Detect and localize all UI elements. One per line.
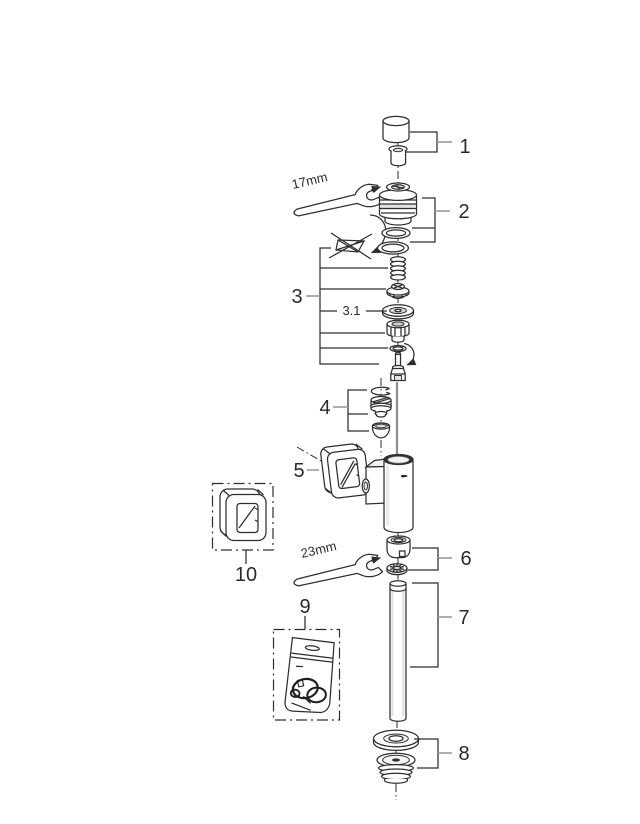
wrench-pointer-arrow [370,186,382,194]
part-escutcheon-spare [211,482,274,551]
part-spindle-screw [390,351,406,382]
callout-label-8: 8 [458,743,469,765]
part-retaining-clip [370,386,391,396]
bracket-7 [410,582,439,668]
callout-label-4: 4 [319,397,330,419]
part-threaded-connector [376,752,416,784]
callout-label-9: 9 [299,596,310,618]
wrench-pointer-arrow [370,556,382,564]
bracket-1 [406,131,438,153]
part-push-button-cap [382,115,410,144]
part-cartridge-oring-lower [376,241,410,255]
open-end-wrench-icon [293,183,384,217]
part-spring [389,256,407,281]
wrench-size-17mm: 17mm [290,169,329,192]
bracket-3 [319,247,388,365]
part-piston [386,282,410,300]
part-friction-washer [386,563,408,576]
part-service-kit-bag [272,628,341,721]
callout-label-3-1: 3.1 [342,303,360,318]
bracket-6 [408,547,439,571]
callout-label-10: 10 [235,564,257,586]
part-flush-pipe [389,580,407,722]
part-seat-washer-3-1 [381,304,415,320]
part-union-nut [386,535,411,559]
callout-label-6: 6 [460,548,471,570]
open-end-wrench-icon [293,553,384,587]
bracket-4 [347,389,369,432]
part-cartridge [378,182,418,226]
callout-label-5: 5 [293,460,304,482]
rotation-arrow-icon [403,342,417,366]
dash-dot-box [272,628,341,721]
part-small-oring [389,344,407,353]
callout-label-3: 3 [291,286,302,308]
part-cone-seal [371,422,391,439]
part-rosette-washer [372,729,420,752]
callout-label-2: 2 [458,201,469,223]
callout-brackets [245,131,452,769]
no-lubricant-icon [328,232,373,260]
part-escutcheon-round-square [320,443,370,499]
callout-label-1: 1 [459,136,470,158]
bracket-2 [410,197,436,243]
part-piston-valve [369,395,393,418]
part-valve-body [361,453,414,534]
part-valve-insert [386,319,410,343]
part-cartridge-oring-upper [381,226,411,240]
dash-dot-box [211,482,274,551]
wrench-size-23mm: 23mm [299,538,338,561]
callout-label-7: 7 [458,607,469,629]
part-button-sleeve [388,145,408,167]
